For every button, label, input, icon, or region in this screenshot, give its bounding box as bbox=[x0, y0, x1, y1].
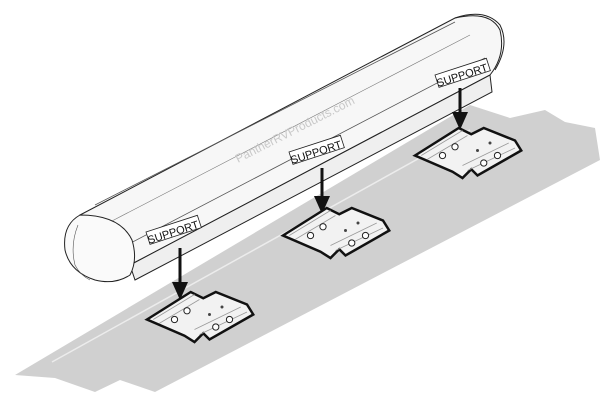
arrow-down-icon bbox=[172, 248, 188, 300]
arrow-down-icon bbox=[452, 88, 468, 130]
arrow-down-icon bbox=[314, 168, 330, 214]
